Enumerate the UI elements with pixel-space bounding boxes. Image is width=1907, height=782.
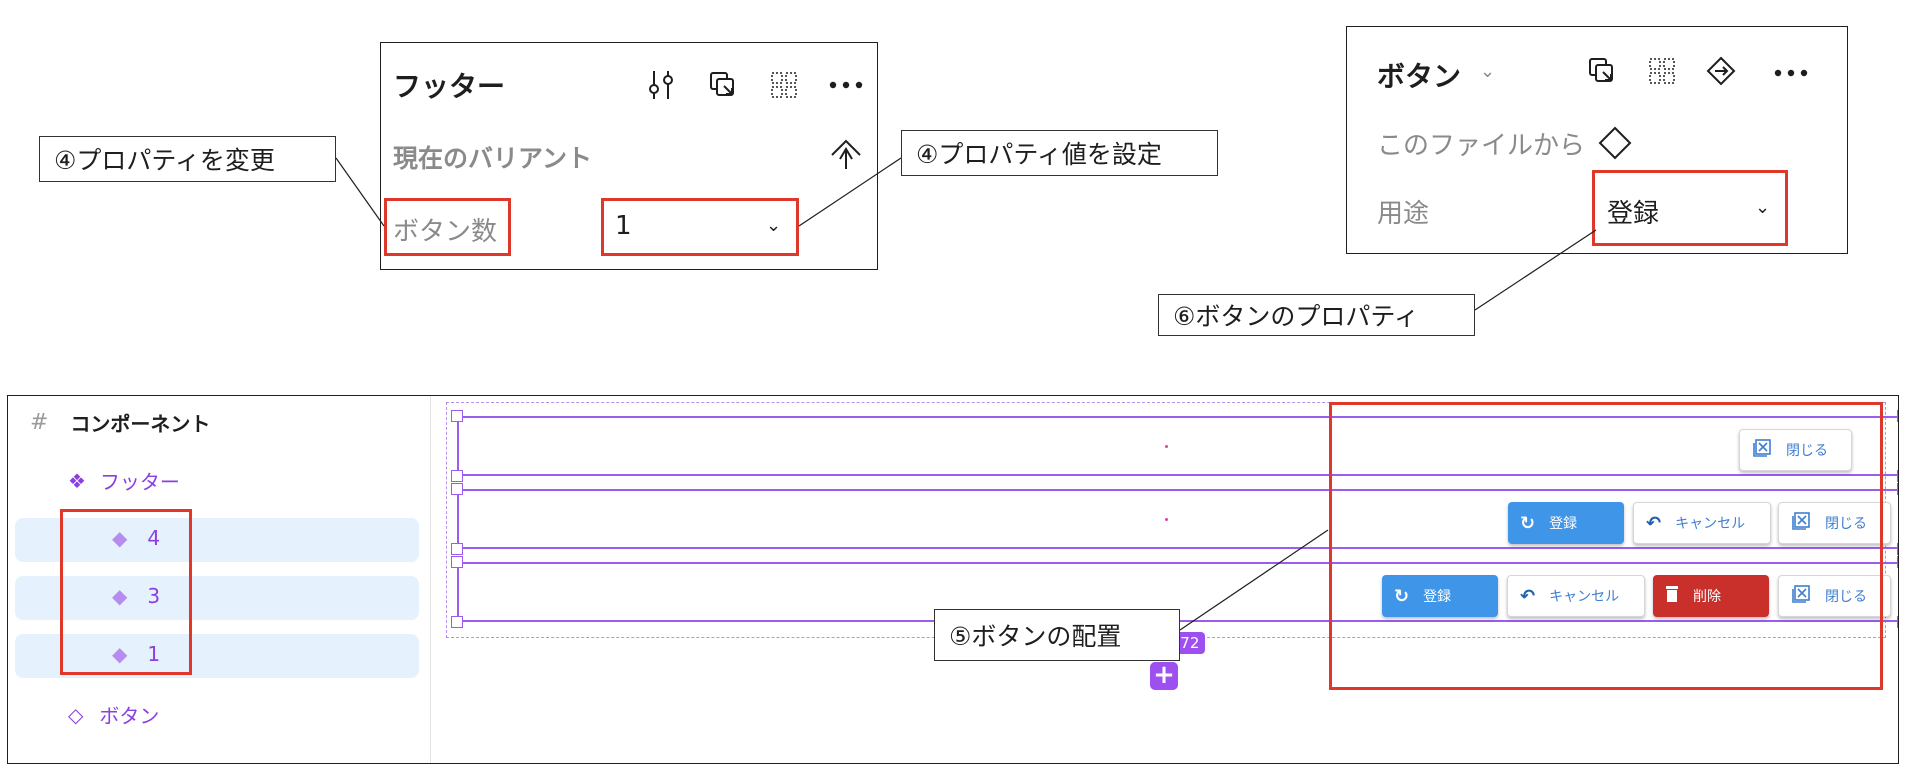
component-diamond-icon: ◇ xyxy=(68,702,84,727)
refresh-icon: ↻ xyxy=(1520,512,1536,534)
layers-panel: # コンポーネント ❖ フッター ◆ 4 ◆ 3 ◆ 1 ◇ ボタン xyxy=(8,396,431,763)
grid-icon[interactable] xyxy=(769,69,799,101)
footer-properties-panel: フッター 現在のバリアント ボタン数 1 ⌄ xyxy=(380,42,878,270)
callout-button-placement: ⑤ボタンの配置 xyxy=(934,609,1180,661)
variant-diamond-icon: ◆ xyxy=(112,526,128,550)
layer-variant-label: 3 xyxy=(147,584,161,608)
highlight-button-count-label xyxy=(384,198,511,256)
footer-panel-title: フッター xyxy=(393,70,506,103)
resize-handle[interactable] xyxy=(1897,410,1898,422)
register-button[interactable]: ↻ 登録 xyxy=(1382,575,1498,617)
layer-selection-bg xyxy=(15,634,419,678)
variant-diamond-icon: ◆ xyxy=(112,642,128,666)
add-variant-button[interactable]: + xyxy=(1150,662,1178,690)
undo-icon: ↶ xyxy=(1520,585,1536,607)
close-box-icon xyxy=(1791,584,1811,608)
usage-label: 用途 xyxy=(1377,199,1430,229)
resize-handle[interactable] xyxy=(451,543,463,555)
resize-handle[interactable] xyxy=(1897,543,1898,555)
layer-variant-1[interactable]: ◆ 1 xyxy=(112,642,160,666)
usage-value[interactable]: 登録 xyxy=(1607,199,1660,229)
chevron-down-icon[interactable]: ⌄ xyxy=(1480,61,1496,82)
swap-instance-icon[interactable] xyxy=(1704,55,1738,87)
layer-variant-label: 4 xyxy=(147,526,161,550)
callout-set-property-value: ④プロパティ値を設定 xyxy=(901,130,1218,176)
layer-selection-bg xyxy=(15,518,419,562)
source-label: このファイルから xyxy=(1377,131,1586,161)
more-options-icon[interactable] xyxy=(828,79,864,91)
component-diamond-icon xyxy=(1598,126,1632,160)
center-marker xyxy=(1165,445,1168,448)
button-count-label: ボタン数 xyxy=(393,217,498,247)
editor-panel: # コンポーネント ❖ フッター ◆ 4 ◆ 3 ◆ 1 ◇ ボタン xyxy=(7,395,1899,764)
go-to-component-icon[interactable] xyxy=(708,69,738,101)
register-button-label: 登録 xyxy=(1549,516,1578,532)
resize-handle[interactable] xyxy=(1897,483,1898,495)
highlight-button-placement xyxy=(1329,402,1883,690)
resize-handle[interactable] xyxy=(451,616,463,628)
variant-diamond-icon: ◆ xyxy=(112,584,128,608)
grid-icon[interactable] xyxy=(1647,55,1677,87)
resize-handle[interactable] xyxy=(451,470,463,482)
resize-handle[interactable] xyxy=(1897,616,1898,628)
close-button-label: 閉じる xyxy=(1825,589,1867,605)
delete-button-label: 削除 xyxy=(1693,589,1721,605)
register-button[interactable]: ↻ 登録 xyxy=(1508,502,1624,544)
center-marker xyxy=(1165,518,1168,521)
resize-handle[interactable] xyxy=(451,410,463,422)
resize-handle[interactable] xyxy=(1897,470,1898,482)
close-button-label: 閉じる xyxy=(1825,516,1867,532)
callout-change-property: ④プロパティを変更 xyxy=(39,136,336,182)
close-button[interactable]: 閉じる xyxy=(1739,429,1852,471)
layer-variant-label: 1 xyxy=(147,642,161,666)
close-button-label: 閉じる xyxy=(1786,443,1828,459)
cancel-button-label: キャンセル xyxy=(1675,516,1746,532)
chevron-down-icon[interactable]: ⌄ xyxy=(766,215,782,236)
undo-icon: ↶ xyxy=(1646,512,1662,534)
more-options-icon[interactable] xyxy=(1773,67,1809,79)
highlight-button-count-value xyxy=(601,198,799,256)
leader-lines xyxy=(335,157,1597,311)
resize-handle[interactable] xyxy=(451,483,463,495)
layer-button[interactable]: ◇ ボタン xyxy=(68,700,159,729)
layer-selection-bg xyxy=(15,576,419,620)
callout-button-property: ⑥ボタンのプロパティ xyxy=(1158,294,1475,336)
sliders-icon[interactable] xyxy=(646,69,676,101)
resize-handle[interactable] xyxy=(1897,556,1898,568)
chevron-down-icon[interactable]: ⌄ xyxy=(1755,197,1771,218)
button-properties-panel: ボタン ⌄ このファイルから 用途 登録 ⌄ xyxy=(1346,26,1848,254)
highlight-usage-value xyxy=(1592,170,1788,246)
trash-icon xyxy=(1665,585,1679,607)
register-button-label: 登録 xyxy=(1423,589,1452,605)
button-panel-title: ボタン xyxy=(1377,60,1462,93)
layer-button-label: ボタン xyxy=(99,704,160,728)
layer-section-title: コンポーネント xyxy=(70,412,211,436)
cancel-button[interactable]: ↶ キャンセル xyxy=(1633,502,1771,544)
close-box-icon xyxy=(1752,438,1772,462)
component-set-icon: ❖ xyxy=(68,468,86,493)
layer-section-components[interactable]: # コンポーネント xyxy=(30,408,210,437)
close-button[interactable]: 閉じる xyxy=(1778,575,1891,617)
layer-footer-label: フッター xyxy=(99,470,180,494)
variant-frame-3[interactable] xyxy=(457,489,1898,549)
cancel-button[interactable]: ↶ キャンセル xyxy=(1507,575,1645,617)
cancel-button-label: キャンセル xyxy=(1549,589,1620,605)
leader-line xyxy=(1179,529,1329,631)
reset-variant-icon[interactable] xyxy=(828,135,864,171)
variant-frame-4[interactable] xyxy=(457,416,1898,476)
delete-button[interactable]: 削除 xyxy=(1653,575,1769,617)
resize-handle[interactable] xyxy=(451,556,463,568)
layer-variant-4[interactable]: ◆ 4 xyxy=(112,526,160,550)
highlight-variant-layers xyxy=(60,509,192,675)
close-button[interactable]: 閉じる xyxy=(1778,502,1891,544)
current-variant-label: 現在のバリアント xyxy=(393,144,593,173)
button-count-value[interactable]: 1 xyxy=(615,211,632,241)
close-box-icon xyxy=(1791,511,1811,535)
layer-footer[interactable]: ❖ フッター xyxy=(68,466,180,495)
refresh-icon: ↻ xyxy=(1394,585,1410,607)
layer-variant-3[interactable]: ◆ 3 xyxy=(112,584,160,608)
go-to-component-icon[interactable] xyxy=(1587,55,1617,87)
frame-hash-icon: # xyxy=(30,410,49,435)
